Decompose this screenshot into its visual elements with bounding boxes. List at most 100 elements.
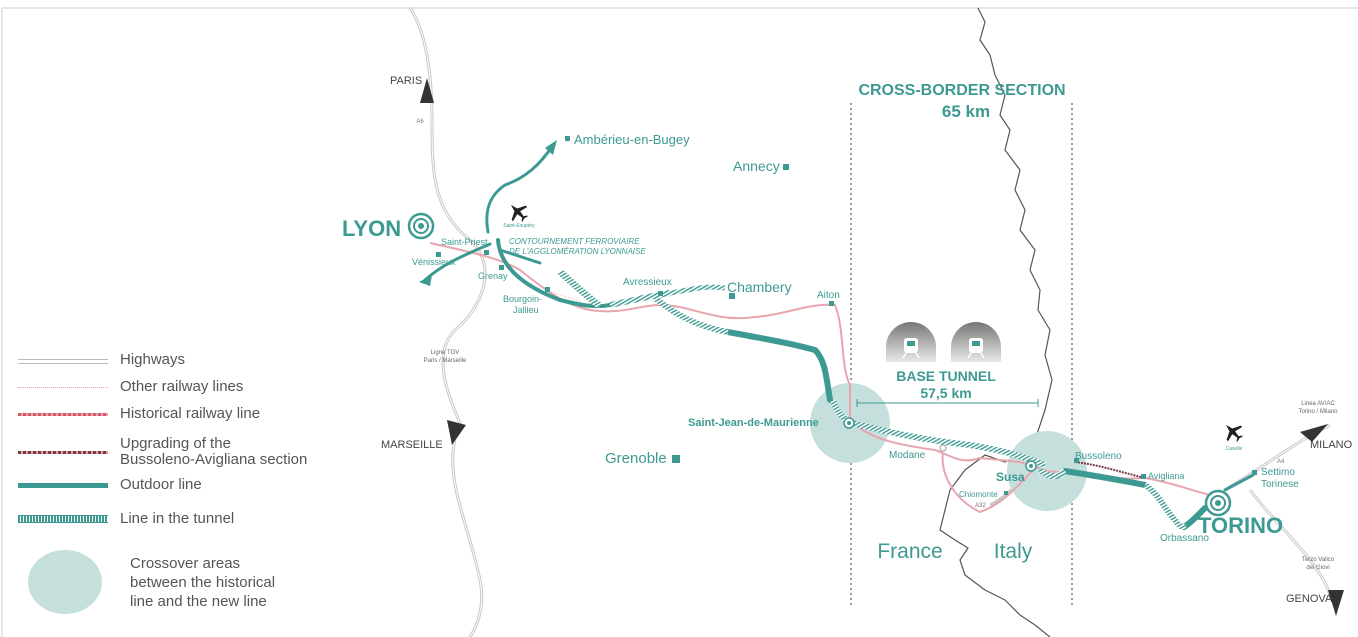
section-title: CROSS-BORDER SECTION [858, 82, 1065, 99]
highway-label-marseille: MARSEILLE [381, 439, 443, 451]
city-bourgoin-2: Jallieu [513, 305, 539, 315]
legend-swatch-highways [18, 358, 108, 364]
station-avressieux [658, 291, 663, 296]
station-bourgoin [545, 287, 550, 292]
section-length: 65 km [942, 102, 990, 121]
city-modane: Modane [889, 450, 926, 461]
other-railways [544, 289, 1256, 488]
train-tunnel-icon [951, 322, 1001, 362]
legend-swatch-tunnel [18, 515, 108, 523]
arrow-milano-icon [1300, 424, 1328, 442]
highway-label-avac-sub: Torino / Milano [1298, 409, 1338, 415]
city-settimo-2: Torinese [1261, 479, 1299, 490]
tunnel-title: BASE TUNNEL [896, 368, 996, 384]
arrow-genova-icon [1328, 590, 1344, 616]
city-chiomonte: Chiomonte [959, 490, 998, 499]
highway-label-genova: GENOVA [1286, 593, 1333, 605]
country-border [939, 7, 1053, 637]
city-chambery: Chambery [727, 279, 792, 295]
legend-swatch-upgrading [18, 450, 108, 454]
tunnel-length-bar [856, 399, 1039, 407]
city-bussoleno: Bussoleno [1075, 451, 1122, 462]
legend-item-other-railways: Other railway lines [18, 379, 243, 395]
city-grenay: Grenay [478, 271, 508, 281]
station-modane [939, 444, 947, 452]
legend-label: Other railway lines [120, 378, 244, 395]
city-annecy: Annecy [733, 158, 780, 174]
highway-label-a32: A32 [975, 503, 986, 509]
legend-item-tunnel: Line in the tunnel [18, 511, 234, 527]
torino-marker-icon [1204, 489, 1232, 517]
station-grenoble [672, 455, 680, 463]
station-aiton [829, 301, 834, 306]
station-settimo [1252, 470, 1257, 475]
legend-swatch-other [18, 386, 108, 388]
legend-swatch-outdoor [18, 482, 108, 488]
station-susa-marker [1025, 460, 1037, 472]
highway-label-tgv-sub: Paris / Marseille [424, 358, 467, 364]
legend-item-outdoor: Outdoor line [18, 477, 202, 493]
station-grenay [499, 265, 504, 270]
station-avigliana [1141, 474, 1146, 479]
legend-swatch-historical [18, 412, 108, 416]
arrow-paris-icon [420, 78, 434, 103]
country-italy: Italy [994, 540, 1033, 563]
station-sjdm-marker [843, 417, 855, 429]
airport-caselle: Caselle [1226, 446, 1243, 452]
historical-railway [429, 242, 1211, 514]
station-bussoleno [1074, 458, 1079, 463]
tunnel-length: 57,5 km [920, 385, 971, 401]
tunnel-line [557, 269, 1187, 531]
highway-label-paris: PARIS [390, 75, 422, 87]
city-susa: Susa [996, 470, 1025, 484]
bypass-label-2: DE L'AGGLOMÉRATION LYONNAISE [509, 247, 646, 256]
train-tunnel-icon [886, 322, 936, 362]
city-orbassano: Orbassano [1160, 533, 1209, 544]
arrow-venissieux-icon [419, 275, 432, 286]
city-avigliana: Avigliana [1148, 471, 1184, 481]
station-amberieu [565, 136, 570, 141]
legend-label: Line in the tunnel [120, 510, 235, 527]
highway-label-terzo-sub: dei Giovi [1306, 565, 1329, 571]
legend-item-highways: Highways [18, 352, 185, 368]
highway-label-terzo: Terzo Valico [1302, 557, 1335, 563]
highway-label-tgv: Ligne TGV [431, 350, 460, 356]
city-lyon: LYON [342, 216, 401, 241]
outdoor-line [423, 143, 1255, 530]
arrow-marseille-icon [447, 420, 466, 445]
city-bourgoin-1: Bourgoin- [503, 294, 542, 304]
legend-label: Outdoor line [120, 476, 202, 493]
stations [436, 136, 1257, 495]
city-avressieux: Avressieux [623, 277, 672, 288]
station-saint-priest [484, 250, 489, 255]
highway-label-milano: MILANO [1310, 439, 1353, 451]
upgrade-section [1074, 461, 1146, 479]
legend-swatch-crossover [28, 550, 102, 614]
city-torino: TORINO [1198, 513, 1283, 538]
city-venissieux: Vénissieux [412, 257, 456, 267]
station-annecy [783, 164, 789, 170]
legend-item-historical: Historical railway line [18, 406, 260, 422]
airport-saint-exupery: Saint-Exupéry [503, 223, 535, 229]
highway-south [451, 439, 484, 637]
city-saint-priest: Saint-Priest [441, 237, 488, 247]
country-france: France [877, 540, 942, 563]
airplane-icon-lyon [510, 204, 528, 222]
highway-genova [1248, 489, 1334, 601]
station-chiomonte [1004, 491, 1008, 495]
lyon-marker-icon [407, 212, 435, 240]
city-sjdm: Saint-Jean-de-Maurienne [688, 417, 819, 429]
station-chambery [729, 293, 735, 299]
highway-label-a4: A4 [1277, 459, 1285, 465]
city-grenoble: Grenoble [605, 450, 667, 467]
highway-label-a6: A6 [416, 119, 424, 125]
legend-label: Highways [120, 351, 186, 368]
airplane-icon-caselle [1225, 424, 1243, 442]
station-venissieux [436, 252, 441, 257]
arrow-amberieu-icon [545, 140, 557, 155]
